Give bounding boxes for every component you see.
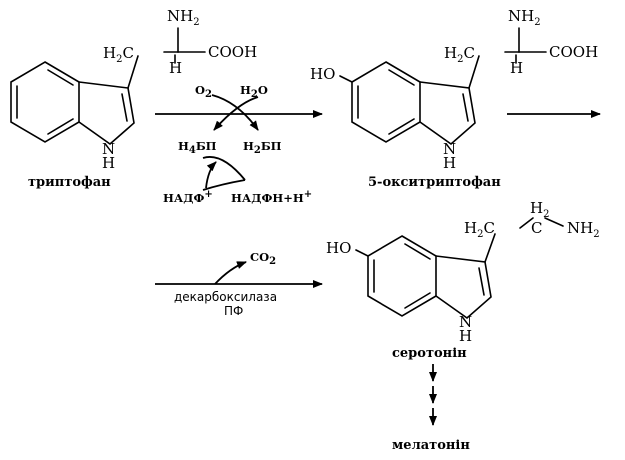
h2bp-label: H2БП	[243, 139, 282, 156]
ring-n: N	[102, 140, 115, 158]
ch2-h2: H2	[530, 199, 549, 220]
co2-label: CO2	[250, 250, 276, 267]
serotonin-label: серотонін	[392, 346, 467, 361]
h2o-label: H2O	[240, 83, 268, 100]
hydroxylation-step: O2 H2O H4БП H2БП НАДФ+ НАДФН+Н+	[155, 83, 323, 205]
decarboxylation-step: CO2 декарбоксилаза ПФ	[155, 250, 323, 318]
ch2-c: C	[531, 219, 542, 237]
hydroxyl-group: HO	[310, 65, 335, 83]
h4bp-label: H4БП	[178, 139, 217, 156]
hydroxytryptophan-label: 5-окситриптофан	[368, 175, 501, 190]
nadp-label: НАДФ+	[163, 189, 213, 205]
melatonin-label: мелатонін	[392, 438, 470, 453]
amino-group: NH2	[167, 7, 200, 28]
ring-nh-h: H	[443, 154, 456, 172]
tryptophan-structure: N H H2C H NH2 COOH триптофан	[10, 7, 257, 190]
tryptophan-label: триптофан	[28, 175, 111, 190]
enzyme-label: декарбоксилаза	[174, 290, 277, 304]
ch2-group: H2C	[464, 219, 495, 240]
alpha-h: H	[510, 59, 523, 77]
carboxyl-group: COOH	[549, 43, 598, 61]
ring-n: N	[459, 313, 472, 331]
o2-label: O2	[195, 83, 212, 100]
ring-n: N	[443, 140, 456, 158]
amino-group: NH2	[567, 219, 600, 240]
alpha-h: H	[169, 59, 182, 77]
amino-group: NH2	[508, 7, 541, 28]
cofactor-label: ПФ	[224, 304, 243, 318]
serotonin-structure: HO N H H2C H2 C NH2 серотонін	[326, 199, 600, 361]
ring-nh-h: H	[459, 327, 472, 345]
hydroxyl-group: HO	[326, 239, 351, 257]
melatonin-pathway: мелатонін	[392, 364, 470, 453]
hydroxytryptophan-structure: HO N H H2C H NH2 COOH 5-окситриптофан	[310, 7, 598, 190]
carboxyl-group: COOH	[208, 43, 257, 61]
ch2-group: H2C	[103, 44, 134, 65]
ch2-group: H2C	[444, 44, 475, 65]
nadph-label: НАДФН+Н+	[231, 189, 312, 205]
ring-nh-h: H	[102, 154, 115, 172]
